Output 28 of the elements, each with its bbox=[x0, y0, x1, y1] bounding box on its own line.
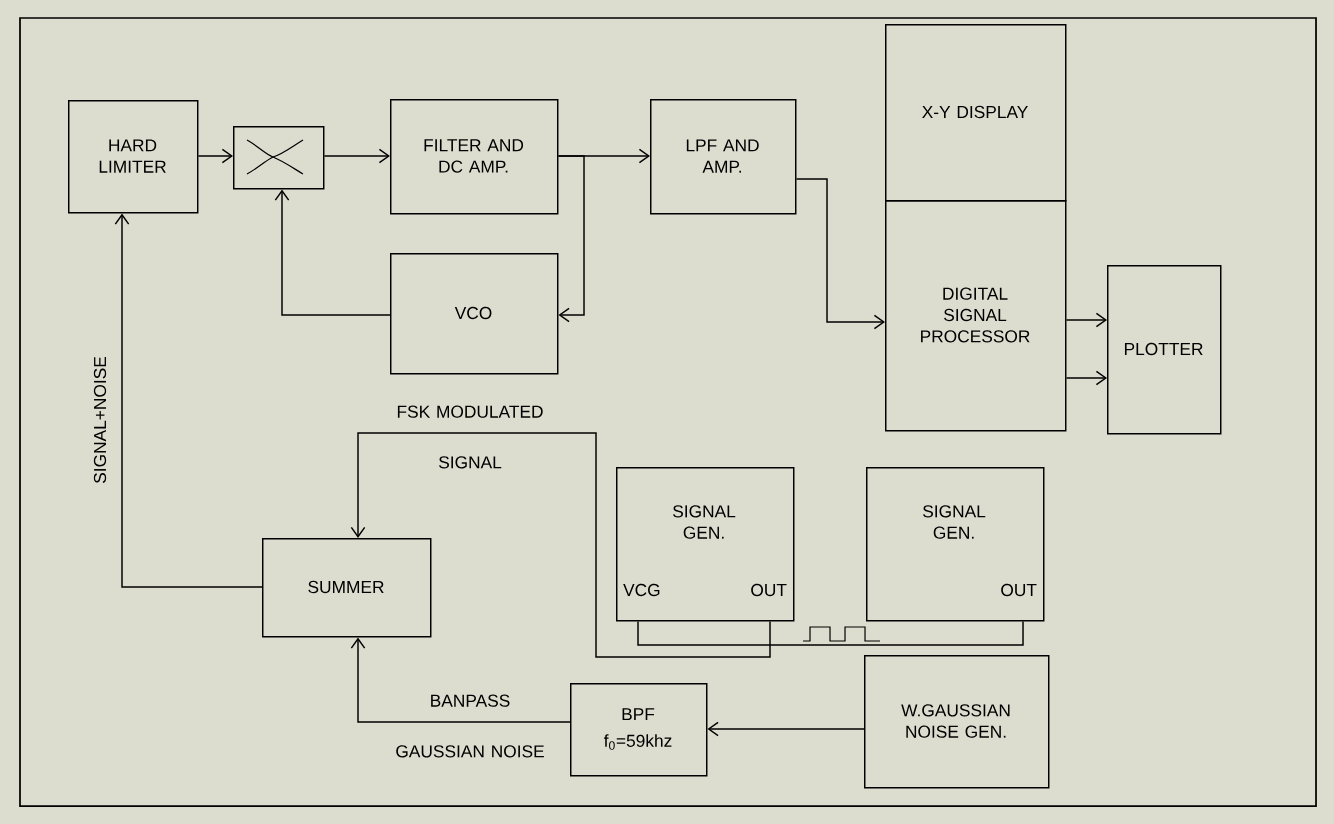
arrow bbox=[707, 721, 865, 737]
block-box: PLOTTER bbox=[1107, 265, 1222, 435]
arrow bbox=[274, 189, 391, 316]
port-label: VCG bbox=[623, 583, 660, 597]
arrow bbox=[350, 432, 771, 658]
port-label: OUT bbox=[1001, 583, 1037, 597]
block-box: LPF AND AMP. bbox=[650, 99, 797, 215]
edge-label: FSK MODULATED SIGNAL bbox=[397, 405, 543, 469]
arrow bbox=[323, 148, 390, 164]
arrow bbox=[350, 637, 571, 723]
arrow bbox=[197, 148, 233, 164]
edge-label: SIGNAL+NOISE bbox=[93, 356, 107, 484]
block-box: FILTER AND DC AMP. bbox=[390, 99, 559, 215]
block-box: W.GAUSSIAN NOISE GEN. bbox=[864, 655, 1050, 789]
block-box: BPF f$_{0}$=59khz bbox=[570, 683, 708, 777]
mixer-box bbox=[233, 126, 325, 190]
edge-label: BANPASS GAUSSIAN NOISE bbox=[396, 694, 544, 758]
arrow bbox=[557, 155, 585, 323]
block-box: X-Y DISPLAY bbox=[885, 24, 1067, 202]
block-box: DIGITAL SIGNAL PROCESSOR bbox=[885, 200, 1067, 432]
arrow bbox=[114, 213, 263, 588]
arrow bbox=[795, 178, 885, 330]
port-label: OUT bbox=[751, 583, 787, 597]
arrow bbox=[1065, 312, 1107, 328]
block-box: HARD LIMITER bbox=[68, 100, 199, 214]
block-box: SUMMER bbox=[262, 538, 432, 638]
block-box: VCO bbox=[390, 253, 559, 375]
arrow bbox=[1065, 370, 1107, 386]
